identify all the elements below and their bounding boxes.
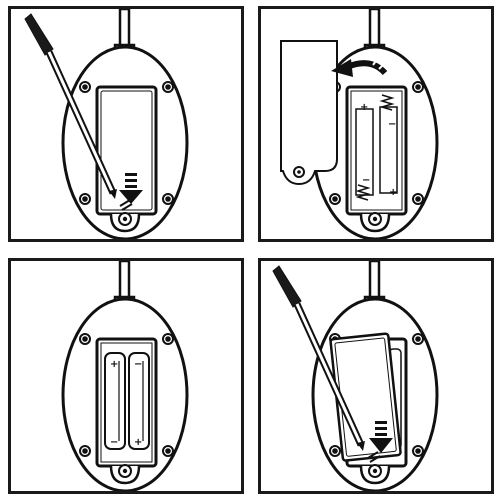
cable (368, 9, 381, 51)
curved-arrow-icon (331, 57, 388, 77)
step-1-panel (8, 6, 244, 242)
down-arrow-icon (369, 421, 393, 453)
battery-cover-inner (100, 90, 153, 211)
screw-icon (367, 451, 381, 463)
step-3-illustration: + − − + (61, 261, 189, 491)
battery-cover-lifted (280, 40, 338, 186)
minus-sign: − (362, 175, 370, 186)
plus-sign: + (360, 102, 368, 113)
screwdriver-icon (24, 13, 117, 199)
step-1-illustration (24, 9, 189, 239)
corner-screw-icons (79, 333, 174, 457)
cable (118, 261, 131, 303)
battery-slot-right (379, 106, 398, 194)
cable (118, 9, 131, 51)
step-2-panel: + − − + (258, 6, 494, 242)
step-4-illustration (272, 261, 439, 491)
minus-sign: − (388, 119, 396, 130)
cable (368, 261, 381, 303)
battery-slot-left (355, 108, 374, 196)
loose-screw-icon (119, 199, 133, 211)
battery-icon (104, 352, 150, 450)
step-3-panel: + − − + (8, 258, 244, 494)
plus-sign: + (134, 437, 142, 448)
plus-sign: + (110, 359, 118, 370)
screwdriver-icon (272, 265, 365, 451)
corner-screw-icons (329, 333, 424, 457)
corner-screw-icons (79, 81, 174, 205)
down-arrow-icon (119, 173, 143, 204)
step-4-panel (258, 258, 494, 494)
minus-sign: − (134, 359, 142, 370)
minus-sign: − (110, 437, 118, 448)
step-2-illustration: + − − + (280, 9, 439, 239)
